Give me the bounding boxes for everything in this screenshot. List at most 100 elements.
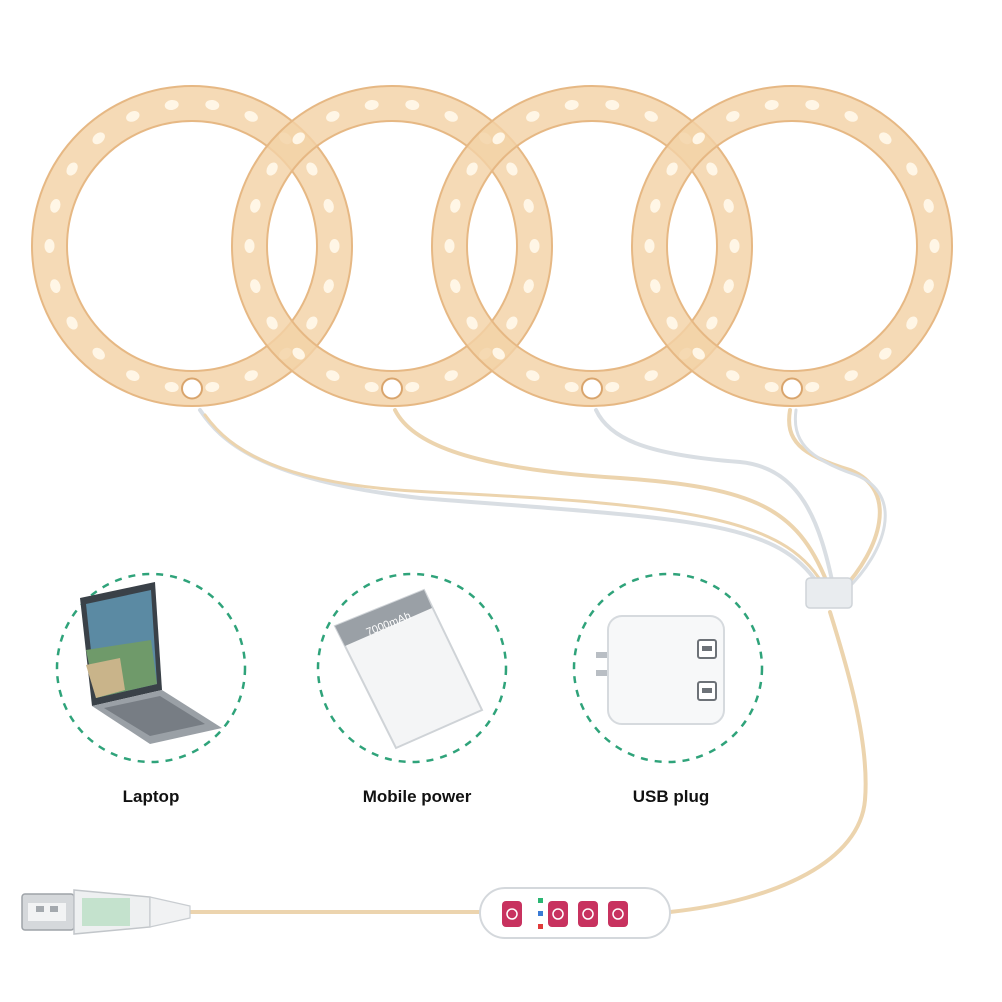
led-chip <box>92 347 105 360</box>
ring-2 <box>230 85 554 407</box>
mount-hole <box>181 377 203 400</box>
led-chip <box>605 381 620 393</box>
led-chip <box>729 239 740 253</box>
led-chip <box>405 381 420 393</box>
led-chip <box>244 370 258 381</box>
led-chip <box>706 316 718 330</box>
mode-button-icon[interactable] <box>608 901 628 927</box>
cable-bundle <box>186 408 887 914</box>
led-chip <box>405 99 420 111</box>
led-chip <box>526 111 540 122</box>
led-chip <box>506 162 518 176</box>
led-chip <box>306 162 318 176</box>
led-chip <box>906 162 918 176</box>
led-chip <box>450 279 461 293</box>
led-chip <box>444 111 458 122</box>
led-chip <box>492 347 505 360</box>
led-chip <box>764 381 779 393</box>
led-chip <box>879 132 892 145</box>
ring-4 <box>630 85 954 407</box>
cable-splitter <box>805 577 853 609</box>
power-option-plug <box>572 572 764 764</box>
led-chip <box>66 316 78 330</box>
timer-button-icon[interactable] <box>548 901 568 927</box>
remote-controller <box>479 887 671 939</box>
ring-band <box>230 85 554 407</box>
led-chip <box>306 316 318 330</box>
led-chip <box>805 381 820 393</box>
led-chip <box>50 279 61 293</box>
led-chip <box>364 381 379 393</box>
led-chip <box>906 316 918 330</box>
led-chip <box>250 279 261 293</box>
led-chip <box>323 279 334 293</box>
mount-hole <box>381 377 403 400</box>
led-chip <box>650 199 661 213</box>
cable-ring-1 <box>198 408 824 592</box>
power-option-power: 7000mAh <box>316 572 508 764</box>
led-chip <box>666 162 678 176</box>
caption-laptop: Laptop <box>122 787 180 806</box>
led-chip <box>466 162 478 176</box>
led-chip <box>244 111 258 122</box>
led-chip <box>244 239 255 253</box>
led-chip <box>929 239 940 253</box>
led-chip <box>66 162 78 176</box>
led-chip <box>364 99 379 111</box>
led-chip <box>692 347 705 360</box>
mount-hole <box>581 377 603 400</box>
led-chip <box>329 239 340 253</box>
led-chip <box>164 381 179 393</box>
led-chip <box>523 199 534 213</box>
led-chip <box>326 370 340 381</box>
mount-hole <box>781 377 803 400</box>
led-chip <box>205 99 220 111</box>
led-chip <box>666 316 678 330</box>
led-chip <box>164 99 179 111</box>
led-chip <box>706 162 718 176</box>
led-chip <box>326 111 340 122</box>
power-button-icon[interactable] <box>502 901 522 927</box>
usb-plug-icon <box>596 615 725 725</box>
ring-band <box>30 85 354 407</box>
led-chip <box>126 111 140 122</box>
led-chip <box>526 370 540 381</box>
led-chip <box>726 370 740 381</box>
led-chip <box>444 370 458 381</box>
cable-ring-2 <box>393 408 832 592</box>
led-chip <box>450 199 461 213</box>
ring-band <box>430 85 754 407</box>
led-chip <box>92 132 105 145</box>
led-chip <box>506 316 518 330</box>
led-chip <box>205 381 220 393</box>
led-chip <box>523 279 534 293</box>
laptop-icon <box>80 582 222 744</box>
led-chip <box>266 162 278 176</box>
dimmer-button-icon[interactable] <box>578 901 598 927</box>
led-chip <box>50 199 61 213</box>
led-chip <box>292 132 305 145</box>
led-chip <box>764 99 779 111</box>
led-chip <box>250 199 261 213</box>
led-chip <box>492 132 505 145</box>
led-chip <box>805 99 820 111</box>
caption-usb-plug: USB plug <box>632 787 710 806</box>
led-chip <box>844 111 858 122</box>
led-chip <box>692 132 705 145</box>
led-chip <box>723 279 734 293</box>
led-chip <box>564 99 579 111</box>
led-chip <box>466 316 478 330</box>
led-chip <box>644 111 658 122</box>
indicator-blue <box>538 911 543 916</box>
power-bank-icon: 7000mAh <box>333 588 484 750</box>
led-chip <box>529 239 540 253</box>
led-chip <box>292 347 305 360</box>
led-chip <box>923 199 934 213</box>
led-chip <box>564 381 579 393</box>
main-cable <box>668 610 868 914</box>
ring-band <box>630 85 954 407</box>
led-chip <box>844 370 858 381</box>
led-chip <box>605 99 620 111</box>
led-chip <box>879 347 892 360</box>
